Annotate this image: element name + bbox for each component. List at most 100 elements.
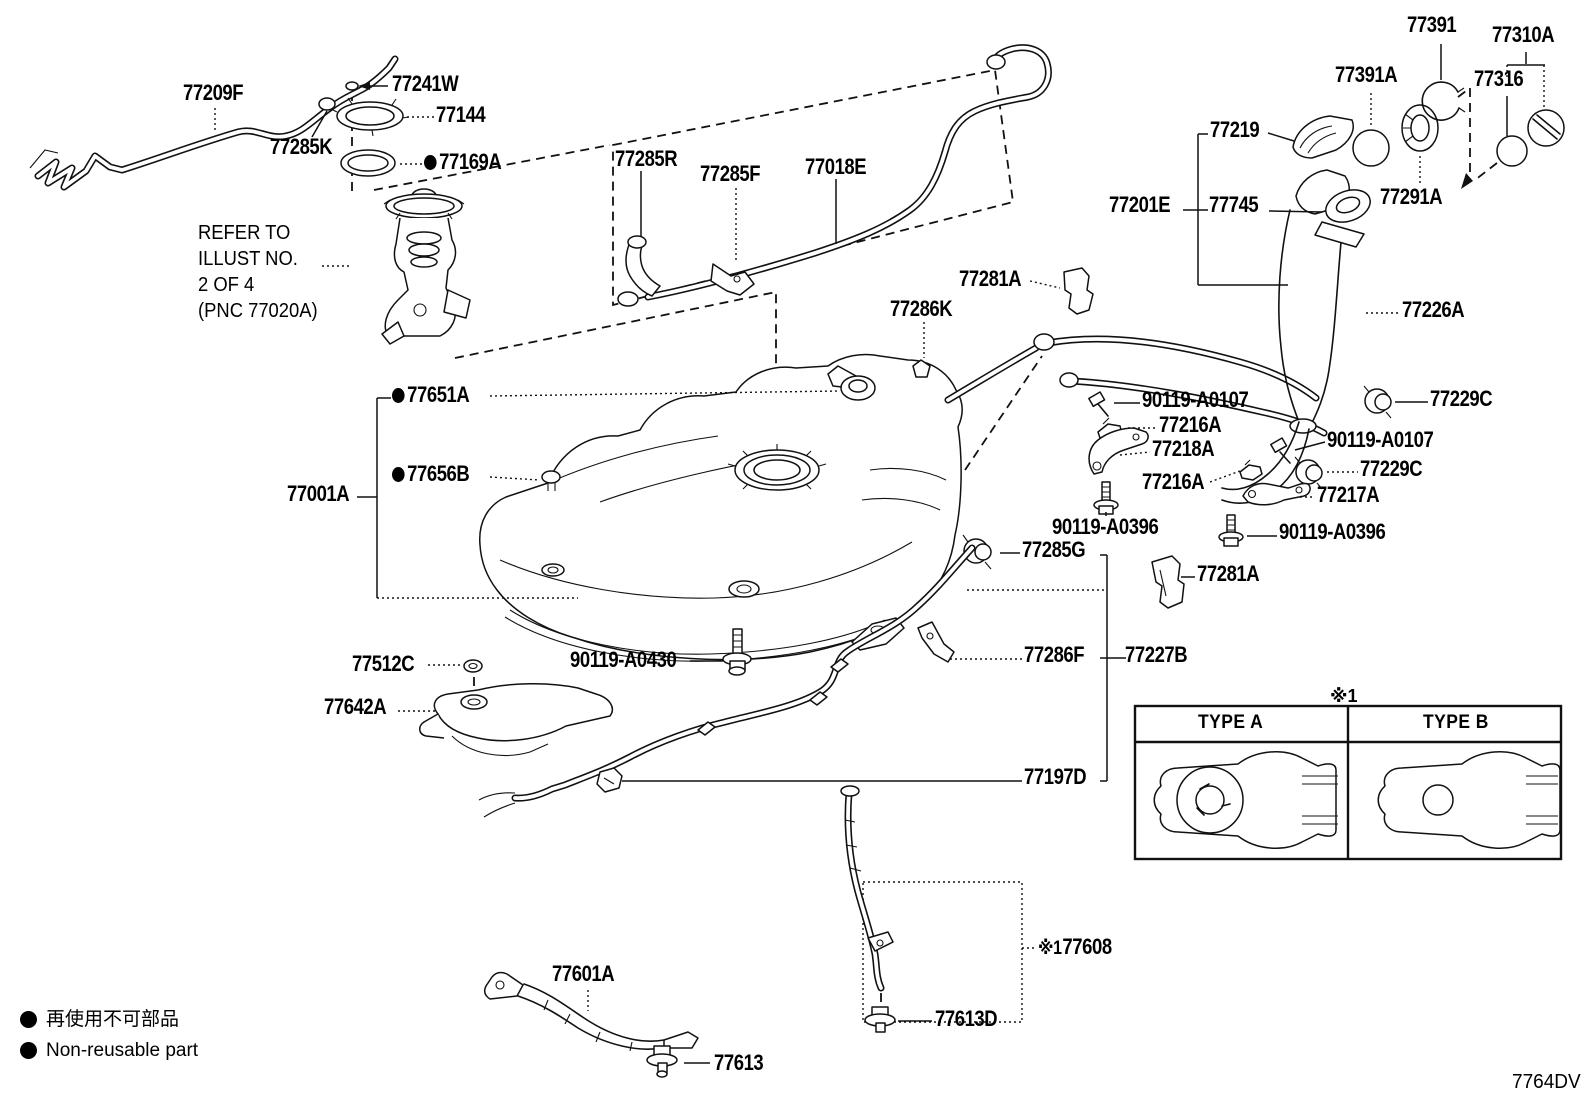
type-b-header: TYPE B: [1423, 712, 1489, 733]
shield-77219: [1292, 115, 1354, 159]
bolt-77613: [646, 1045, 678, 1078]
part-number: 77216A: [1159, 412, 1222, 437]
part-number: 77642A: [324, 694, 387, 719]
non-reusable-dot-icon: [392, 467, 405, 482]
part-number: 77285K: [270, 134, 333, 159]
clip-77286K: [912, 359, 931, 378]
hose-bracket: [867, 931, 894, 952]
hose-77285R: [625, 235, 661, 297]
part-number: 77656B: [407, 461, 470, 486]
label-77286F: 77286F: [1024, 642, 1085, 667]
pin-77512C: [463, 659, 483, 673]
label-77219: 77219: [1210, 119, 1260, 141]
retainer-ring-77144: [330, 97, 410, 137]
fuel-tube-77018E: [617, 44, 1052, 307]
label-90119-A0396-2: 90119-A0396: [1279, 521, 1386, 543]
part-number: 77217A: [1317, 482, 1380, 507]
bolt-90119-A0430: [722, 628, 752, 676]
tube-clip-1: [830, 658, 849, 673]
label-90119-A0396-1: 90119-A0396: [1052, 514, 1159, 539]
tube-clip-2: [809, 691, 828, 706]
part-number: 90119-A0107: [1327, 427, 1434, 452]
part-number: 77745: [1209, 192, 1259, 217]
clamp-77281A-lower: [1151, 555, 1185, 609]
bolt-90119-A0396-left: [1093, 481, 1119, 515]
bolt-77613D: [864, 1006, 896, 1033]
part-number: 77512C: [352, 651, 415, 676]
part-number: 90119-A0430: [570, 647, 677, 672]
part-number: 77018E: [805, 154, 867, 179]
gasket-77316: [1496, 135, 1528, 167]
part-number: 77001A: [287, 481, 350, 506]
label-77197D: 77197D: [1024, 766, 1087, 788]
label-77285R: 77285R: [615, 146, 678, 171]
label-77285K: 77285K: [270, 134, 333, 159]
screw-90119-A0107-left: [1088, 391, 1109, 417]
label-77745: 77745: [1209, 192, 1259, 217]
part-number: 77608: [1062, 934, 1112, 959]
label-77226A: 77226A: [1402, 297, 1465, 322]
label-77391A: 77391A: [1335, 62, 1398, 87]
label-77310A: 77310A: [1492, 22, 1555, 47]
footnote-ref: ※1: [1038, 938, 1062, 959]
hardware-cluster: [962, 385, 1392, 609]
type-b-part: [1377, 751, 1561, 849]
label-77227B: 77227B: [1125, 642, 1188, 667]
type-a-part: [1153, 751, 1338, 849]
label-77229C-2: 77229C: [1360, 458, 1423, 480]
part-number: 77241W: [392, 71, 459, 96]
tank-band-77601A: [483, 971, 699, 1052]
refer-note-line: 2 OF 4: [198, 274, 255, 296]
refer-note-line: (PNC 77020A): [198, 300, 318, 322]
label-77651A: 77651A: [392, 384, 470, 406]
non-reusable-dot-icon: [20, 1011, 37, 1028]
clamp-77229C-2: [1294, 456, 1323, 490]
screw-90119-A0107-right: [1270, 437, 1291, 464]
part-number: 77281A: [1197, 561, 1260, 586]
legend: 再使用不可部品 Non-reusable part: [20, 1004, 198, 1066]
part-number: 77316: [1474, 66, 1524, 91]
part-number: 77144: [436, 102, 486, 127]
part-number: 77310A: [1492, 22, 1555, 47]
label-77601A: 77601A: [552, 961, 615, 986]
label-77281A-upper: 77281A: [959, 268, 1022, 290]
label-77018E: 77018E: [805, 154, 867, 179]
clamp-77285G: [962, 534, 992, 570]
part-number: 77601A: [552, 961, 615, 986]
vent-tube: [944, 344, 1040, 404]
part-number: 77201E: [1109, 192, 1171, 217]
bolt-90119-A0396-right: [1218, 514, 1244, 547]
part-number: 77286K: [890, 296, 953, 321]
grommet-77285K: [318, 97, 336, 111]
part-number: 77169A: [439, 149, 502, 174]
part-number: 77391A: [1335, 62, 1398, 87]
clamp-77229C-1: [1363, 385, 1392, 419]
part-number: 77218A: [1152, 436, 1215, 461]
part-number: 77227B: [1125, 642, 1188, 667]
label-77285F: 77285F: [700, 163, 761, 185]
part-number: 77285R: [615, 146, 678, 171]
label-77169A: 77169A: [424, 149, 502, 174]
refer-note: REFER TO ILLUST NO. 2 OF 4 (PNC 77020A): [198, 220, 318, 324]
part-number: 90119-A0396: [1052, 514, 1159, 539]
part-number: 77226A: [1402, 297, 1465, 322]
fuel-tube-77209F: [29, 55, 399, 191]
non-reusable-dot-icon: [392, 388, 405, 403]
part-number: 77286F: [1024, 642, 1085, 667]
type-table: [1133, 704, 1563, 861]
bracket-77286F-part: [917, 621, 955, 663]
legend-row-jp: 再使用不可部品: [20, 1004, 198, 1035]
pump-assembly: [381, 188, 471, 345]
gasket-77169A: [340, 149, 396, 177]
fuel-inlet-hose-77608: [840, 785, 1023, 1023]
bracket-77218A: [1088, 427, 1149, 475]
label-77285G: 77285G: [1022, 539, 1086, 561]
oring-77391A: [1352, 129, 1390, 167]
label-77229C-1: 77229C: [1430, 388, 1493, 410]
legend-row-en: Non-reusable part: [20, 1035, 198, 1066]
table-footnote: ※1: [1330, 686, 1358, 706]
part-number: 77613: [714, 1050, 764, 1075]
clamp-77281A-upper: [1063, 267, 1094, 315]
ratchet-77745: [1314, 189, 1371, 248]
label-77613: 77613: [714, 1050, 764, 1075]
